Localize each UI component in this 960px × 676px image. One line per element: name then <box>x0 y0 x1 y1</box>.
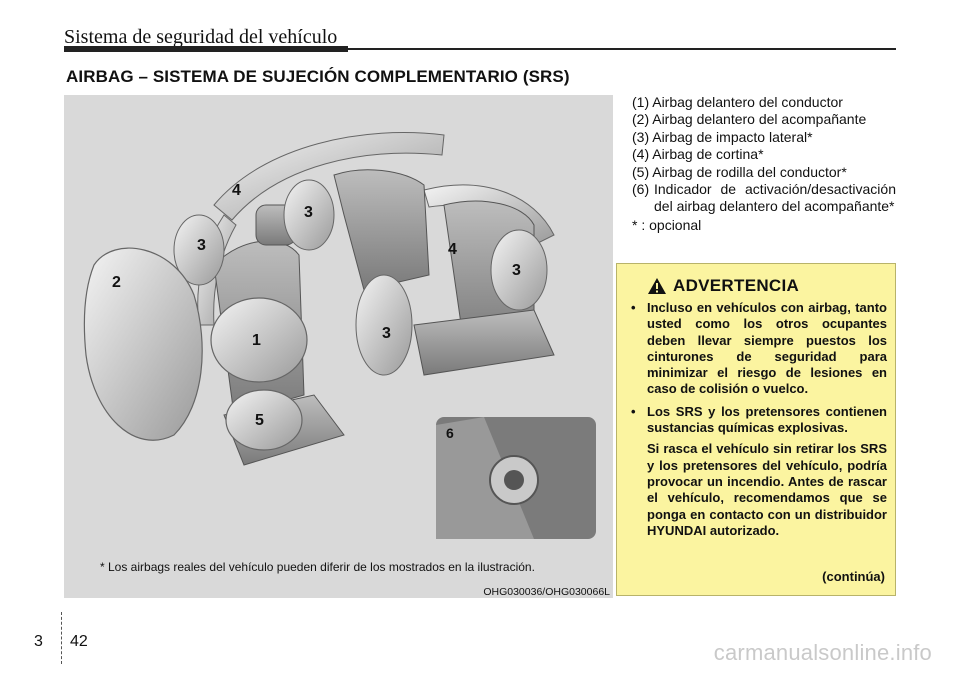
page-divider <box>61 612 62 664</box>
callout-6: 6 <box>446 425 454 441</box>
legend-item-6-text: Indicador de activación/desactivación de… <box>654 181 896 215</box>
callout-1: 1 <box>252 332 261 349</box>
callout-3c: 3 <box>382 325 391 342</box>
legend-item: (5) Airbag de rodilla del conductor* <box>632 163 847 180</box>
continued-label: (continúa) <box>822 569 885 584</box>
airbag-illustration: 2 3 4 3 1 5 3 4 3 6 <box>64 95 613 598</box>
figure-code: OHG030036/OHG030066L <box>483 586 610 598</box>
header-rule <box>64 48 896 50</box>
warning-header: ADVERTENCIA <box>647 276 799 296</box>
warning-list: • Incluso en vehículos con airbag, tanto… <box>629 300 887 545</box>
callout-5: 5 <box>255 412 264 429</box>
legend-item-6: (6) Indicador de activación/desactivació… <box>632 181 896 216</box>
callout-4b: 4 <box>448 241 457 258</box>
legend-item: (4) Airbag de cortina* <box>632 146 764 163</box>
airbag-legend: (1) Airbag delantero del conductor (2) A… <box>632 94 896 234</box>
legend-optional-note: * : opcional <box>632 216 702 233</box>
page-number: 42 <box>70 633 88 650</box>
callout-4a: 4 <box>232 182 241 199</box>
legend-item: (3) Airbag de impacto lateral* <box>632 128 813 145</box>
callout-2: 2 <box>112 274 121 291</box>
callout-3b: 3 <box>304 204 313 221</box>
header-title: Sistema de seguridad del vehículo <box>64 26 338 48</box>
callout-3d: 3 <box>512 262 521 279</box>
warning-triangle-icon <box>648 278 666 294</box>
warning-title: ADVERTENCIA <box>673 276 800 295</box>
legend-item: (2) Airbag delantero del acompañante <box>632 111 867 128</box>
callout-3a: 3 <box>197 237 206 254</box>
legend-item: (1) Airbag delantero del conductor <box>632 94 843 110</box>
warning-box: ADVERTENCIA • Incluso en vehículos con a… <box>616 263 896 596</box>
airbag-illustration-drawing: 2 3 4 3 1 5 3 4 3 6 <box>83 132 596 539</box>
warning-bullet-text: Incluso en vehículos con airbag, tanto u… <box>647 300 887 397</box>
figure-note: * Los airbags reales del vehículo pueden… <box>100 560 535 574</box>
warning-bullet-text: Los SRS y los pretensores contienen sust… <box>647 403 887 436</box>
chapter-number: 3 <box>34 633 43 650</box>
section-title: AIRBAG – SISTEMA DE SUJECIÓN COMPLEMENTA… <box>66 67 570 86</box>
warning-bullet: • Incluso en vehículos con airbag, tanto… <box>631 300 887 397</box>
watermark: carmanualsonline.info <box>713 640 932 665</box>
warning-bullet: • Los SRS y los pretensores contienen su… <box>631 403 887 538</box>
warning-paragraph: Si rasca el vehículo sin retirar los SRS… <box>647 441 887 538</box>
legend-item-6-number: (6) <box>632 181 650 198</box>
